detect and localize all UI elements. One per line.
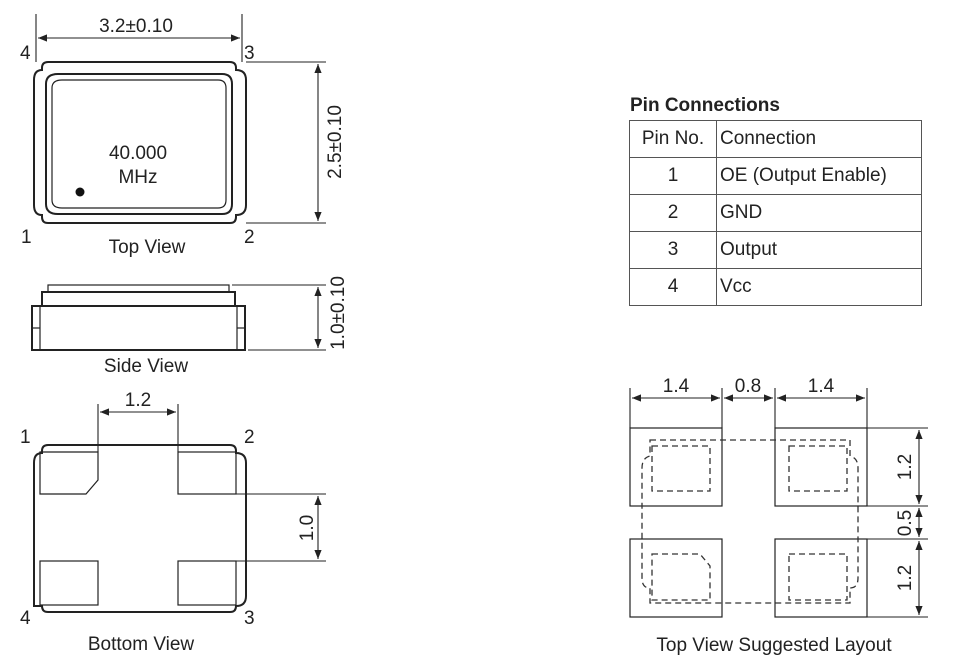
connection-cell: Output: [716, 231, 922, 269]
side-height-dimension: 1.0±0.10: [328, 276, 349, 350]
bottom-pad-4: [39, 560, 99, 606]
top-pin2-label: 2: [244, 227, 255, 248]
bottom-pin3-label: 3: [244, 608, 255, 629]
top-pin1-label: 1: [21, 227, 32, 248]
pin-number-cell: 1: [629, 157, 717, 195]
column-header-pin-no: Pin No.: [629, 120, 717, 158]
suggested-layout: 1.4 0.8 1.4 1.2 0.5 1.2 Top View Suggest…: [629, 376, 928, 656]
pin-number-cell: 3: [629, 231, 717, 269]
layout-component-outline: [641, 439, 859, 604]
layout-land-4: [629, 538, 723, 618]
bottom-view-title: Bottom View: [88, 634, 195, 655]
side-view: 1.0±0.10 Side View: [31, 276, 349, 377]
layout-dim-pad-height-bottom: 1.2: [895, 565, 916, 591]
layout-land-1: [629, 427, 723, 507]
bottom-pad-spacing-dimension: 1.2: [125, 390, 151, 411]
bottom-pad-1: [39, 451, 99, 495]
pin-number-cell: 4: [629, 268, 717, 306]
top-pin4-label: 4: [20, 43, 31, 64]
layout-dim-pad-width-left: 1.4: [663, 376, 690, 397]
pin-connections-table: Pin No. Connection 1 OE (Output Enable) …: [629, 120, 922, 306]
layout-dim-pad-width-right: 1.4: [808, 376, 835, 397]
top-view-lid: [45, 73, 233, 215]
layout-land-2: [774, 427, 868, 507]
connection-cell: Vcc: [716, 268, 922, 306]
connection-cell: OE (Output Enable): [716, 157, 922, 195]
column-header-connection: Connection: [716, 120, 922, 158]
bottom-pin4-label: 4: [20, 608, 31, 629]
table-header-row: Pin No. Connection: [629, 120, 922, 158]
bottom-view-package-outline: [33, 444, 247, 613]
table-row: 1 OE (Output Enable): [629, 157, 922, 195]
bottom-pad-3: [177, 560, 237, 606]
bottom-view: 1.2 1.0 1 2 4 3 Bottom View: [20, 390, 326, 655]
bottom-pin2-label: 2: [244, 427, 255, 448]
frequency-marking: 40.000: [109, 143, 167, 164]
bottom-pad-height-dimension: 1.0: [297, 515, 318, 541]
pin1-marker-dot: [75, 187, 85, 197]
layout-title: Top View Suggested Layout: [656, 635, 892, 656]
top-pin3-label: 3: [244, 43, 255, 64]
table-row: 4 Vcc: [629, 268, 922, 306]
top-width-dimension: 3.2±0.10: [99, 16, 173, 37]
pin-connections-title: Pin Connections: [630, 95, 780, 116]
layout-land-3: [774, 538, 868, 618]
top-height-dimension: 2.5±0.10: [325, 105, 346, 179]
table-row: 3 Output: [629, 231, 922, 269]
side-view-body: [31, 305, 246, 351]
side-view-title: Side View: [104, 356, 188, 377]
layout-dim-pad-height-top: 1.2: [895, 454, 916, 480]
connection-cell: GND: [716, 194, 922, 232]
table-row: 2 GND: [629, 194, 922, 232]
layout-dim-pad-gap: 0.8: [735, 376, 761, 397]
bottom-pad-2: [177, 451, 237, 495]
frequency-unit-marking: MHz: [118, 167, 157, 188]
top-view-package-outline: [33, 61, 247, 224]
layout-dim-row-gap: 0.5: [895, 510, 916, 536]
pin-number-cell: 2: [629, 194, 717, 232]
bottom-pin1-label: 1: [20, 427, 31, 448]
top-view: 3.2±0.10 40.000 MHz 2.5±0.10 4 3 1 2 Top…: [20, 14, 346, 258]
top-view-title: Top View: [109, 237, 186, 258]
